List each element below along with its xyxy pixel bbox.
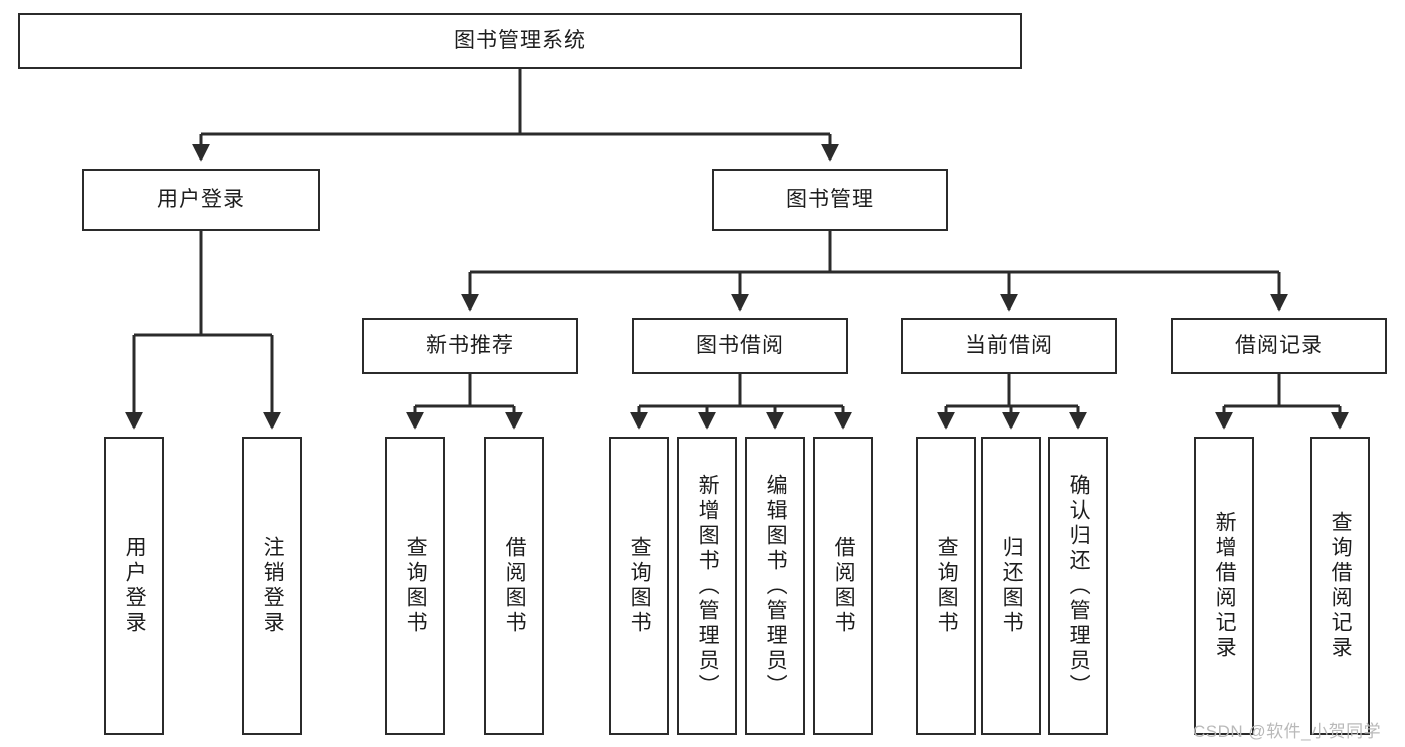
csdn-watermark: CSDN @软件_小贺同学 <box>1193 722 1382 741</box>
leaf-confirm-return[interactable]: 确认归还（管理员） <box>1048 437 1108 735</box>
leaf-query-book-2[interactable]: 查询图书 <box>609 437 669 735</box>
leaf-user-login[interactable]: 用户登录 <box>104 437 164 735</box>
node-book-borrow[interactable]: 图书借阅 <box>632 318 848 374</box>
leaf-query-book-2-label: 查询图书 <box>628 536 652 636</box>
node-root[interactable]: 图书管理系统 <box>18 13 1022 69</box>
leaf-add-book[interactable]: 新增图书（管理员） <box>677 437 737 735</box>
node-borrow-record-label: 借阅记录 <box>1235 334 1323 358</box>
node-borrow-record[interactable]: 借阅记录 <box>1171 318 1387 374</box>
leaf-user-login-label: 用户登录 <box>123 536 147 636</box>
leaf-borrow-book-2[interactable]: 借阅图书 <box>813 437 873 735</box>
leaf-borrow-book-1[interactable]: 借阅图书 <box>484 437 544 735</box>
leaf-return-book[interactable]: 归还图书 <box>981 437 1041 735</box>
leaf-logout-label: 注销登录 <box>261 536 285 636</box>
leaf-borrow-book-2-label: 借阅图书 <box>832 536 856 636</box>
node-root-label: 图书管理系统 <box>454 29 586 53</box>
node-current-borrow-label: 当前借阅 <box>965 334 1053 358</box>
leaf-query-record-label: 查询借阅记录 <box>1329 511 1353 661</box>
leaf-edit-book[interactable]: 编辑图书（管理员） <box>745 437 805 735</box>
node-book-borrow-label: 图书借阅 <box>696 334 784 358</box>
node-user-login[interactable]: 用户登录 <box>82 169 320 231</box>
leaf-add-record-label: 新增借阅记录 <box>1213 511 1237 661</box>
leaf-confirm-return-label: 确认归还（管理员） <box>1067 473 1091 699</box>
leaf-logout[interactable]: 注销登录 <box>242 437 302 735</box>
node-current-borrow[interactable]: 当前借阅 <box>901 318 1117 374</box>
node-new-book-recommend[interactable]: 新书推荐 <box>362 318 578 374</box>
leaf-query-book-3-label: 查询图书 <box>935 536 959 636</box>
leaf-edit-book-label: 编辑图书（管理员） <box>764 473 788 699</box>
leaf-query-book-1[interactable]: 查询图书 <box>385 437 445 735</box>
node-book-management[interactable]: 图书管理 <box>712 169 948 231</box>
leaf-borrow-book-1-label: 借阅图书 <box>503 536 527 636</box>
leaf-query-book-1-label: 查询图书 <box>404 536 428 636</box>
node-book-management-label: 图书管理 <box>786 188 874 212</box>
leaf-query-book-3[interactable]: 查询图书 <box>916 437 976 735</box>
node-new-book-recommend-label: 新书推荐 <box>426 334 514 358</box>
leaf-return-book-label: 归还图书 <box>1000 536 1024 636</box>
leaf-query-record[interactable]: 查询借阅记录 <box>1310 437 1370 735</box>
leaf-add-book-label: 新增图书（管理员） <box>696 473 720 699</box>
leaf-add-record[interactable]: 新增借阅记录 <box>1194 437 1254 735</box>
node-user-login-label: 用户登录 <box>157 188 245 212</box>
